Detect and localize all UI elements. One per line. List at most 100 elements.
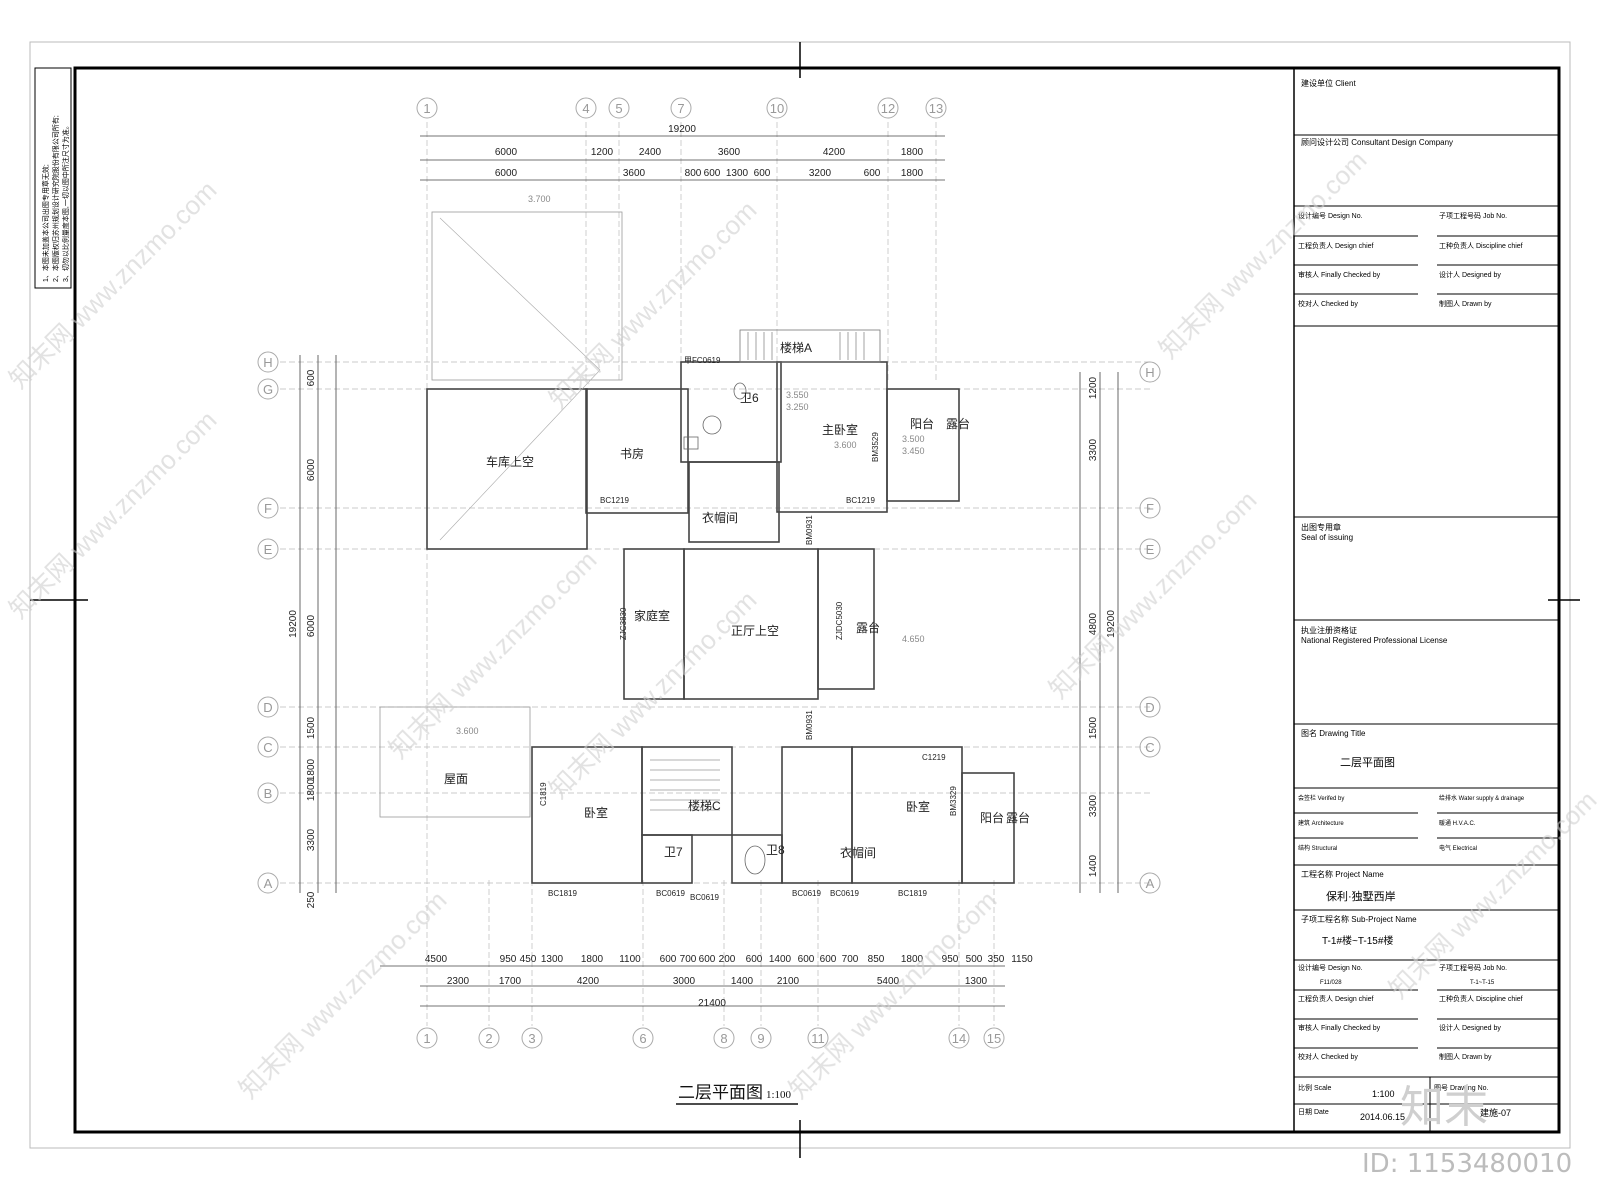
drawn-by-label: 制图人 Drawn by bbox=[1439, 299, 1492, 308]
elevation: 3.250 bbox=[786, 402, 809, 412]
dim-right-1: 4800 bbox=[1088, 612, 1099, 635]
window-tag: C1219 bbox=[922, 753, 946, 762]
room-hall-void: 正厅上空 bbox=[731, 624, 779, 638]
dim-bottom-2: 600 bbox=[820, 954, 837, 965]
window-tag: BC1819 bbox=[548, 889, 577, 898]
axis-label: 9 bbox=[757, 1031, 764, 1046]
door-tag: BM3329 bbox=[949, 786, 958, 816]
window-tag: BC0619 bbox=[792, 889, 821, 898]
date-label: 日期 Date bbox=[1298, 1108, 1329, 1116]
dim-right-1: 3300 bbox=[1088, 794, 1099, 817]
design-no-label: 设计编号 Design No. bbox=[1298, 211, 1363, 220]
dim-top-1: 1800 bbox=[901, 147, 924, 158]
drawing-no: 建施-07 bbox=[1480, 1107, 1511, 1118]
right-dimension-texts: 19200 1200 3300 4800 1500 3300 1400 bbox=[1088, 376, 1117, 877]
project-name: 保利·独墅西岸 bbox=[1326, 889, 1396, 903]
axis-label: 11 bbox=[811, 1031, 825, 1046]
dim-right-overall: 19200 bbox=[1106, 610, 1117, 638]
window-tag: BC0619 bbox=[690, 893, 719, 902]
dim-bottom-1: 1700 bbox=[499, 976, 522, 987]
axis-label: 10 bbox=[770, 101, 784, 116]
elevation: 3.500 bbox=[902, 434, 925, 444]
project-name-label: 工程名称 Project Name bbox=[1301, 869, 1384, 879]
dim-bottom-1: 1300 bbox=[965, 976, 988, 987]
dim-right-1: 1400 bbox=[1088, 854, 1099, 877]
door-tag: BM3529 bbox=[871, 432, 880, 462]
window-tag: BC1219 bbox=[600, 496, 629, 505]
dim-bottom-2: 1150 bbox=[1011, 954, 1033, 965]
room-balcony: 阳台 bbox=[910, 416, 934, 431]
room-bath-8: 卫8 bbox=[766, 843, 785, 857]
axis-label: F bbox=[264, 501, 272, 516]
note-1: 1、本图未加盖本公司出图专用章无效; bbox=[41, 164, 50, 282]
dim-top-1: 4200 bbox=[823, 147, 846, 158]
seal-label: 出图专用章 bbox=[1301, 522, 1341, 532]
struct-label: 结构 Structural bbox=[1298, 844, 1337, 852]
axis-label: 13 bbox=[929, 101, 943, 116]
design-chief-label-2: 工程负责人 Design chief bbox=[1298, 994, 1374, 1003]
room-terrace-3: 露台 bbox=[1006, 810, 1030, 825]
room-stair-c: 楼梯C bbox=[688, 798, 721, 813]
final-check-label-2: 审核人 Finally Checked by bbox=[1298, 1023, 1381, 1032]
room-balcony-2: 阳台 bbox=[980, 810, 1004, 825]
dim-left-1: 1800 bbox=[306, 758, 317, 781]
checked-by-label-2: 校对人 Checked by bbox=[1298, 1052, 1358, 1061]
dim-bottom-1: 3000 bbox=[673, 976, 696, 987]
client-label: 建设单位 Client bbox=[1301, 78, 1356, 88]
dim-bottom-2: 500 bbox=[966, 954, 983, 965]
dim-top-2: 600 bbox=[754, 168, 771, 179]
drawn-by-label-2: 制图人 Drawn by bbox=[1439, 1052, 1492, 1061]
axis-label: F bbox=[1146, 501, 1154, 516]
designed-by-label: 设计人 Designed by bbox=[1439, 270, 1501, 279]
hvac-label: 暖通 H.V.A.C. bbox=[1439, 819, 1476, 827]
dim-bottom-2: 4500 bbox=[425, 954, 448, 965]
dim-bottom-overall: 21400 bbox=[698, 998, 726, 1009]
axis-label: 5 bbox=[615, 101, 622, 116]
dim-top-2: 1800 bbox=[901, 168, 924, 179]
fixtures bbox=[683, 382, 766, 875]
elevation: 3.600 bbox=[834, 440, 857, 450]
window-tag: BC0619 bbox=[830, 889, 859, 898]
room-roof: 屋面 bbox=[444, 772, 468, 786]
license-label-en: National Registered Professional License bbox=[1301, 636, 1448, 645]
drawing-title: 二层平面图 bbox=[1340, 756, 1395, 769]
dim-bottom-2: 1800 bbox=[581, 954, 604, 965]
axis-label: 7 bbox=[677, 101, 684, 116]
dim-top-1: 3600 bbox=[718, 147, 741, 158]
walls bbox=[379, 211, 1015, 884]
axis-label: A bbox=[264, 876, 273, 891]
image-id: ID: 1153480010 bbox=[1362, 1149, 1572, 1179]
dim-bottom-1: 5400 bbox=[877, 976, 900, 987]
right-axis-bubbles bbox=[1139, 361, 1161, 894]
design-chief-label: 工程负责人 Design chief bbox=[1298, 241, 1374, 250]
verified-label: 会签栏 Verifed by bbox=[1298, 794, 1344, 802]
dim-bottom-1: 1400 bbox=[731, 976, 754, 987]
elevation: 4.650 bbox=[902, 634, 925, 644]
date-value: 2014.06.15 bbox=[1360, 1112, 1405, 1122]
dim-top-1: 1200 bbox=[591, 147, 614, 158]
design-no: F11/028 bbox=[1320, 980, 1342, 986]
license-label: 执业注册资格证 bbox=[1301, 625, 1357, 635]
garage-void-marks bbox=[439, 217, 601, 541]
room-bedroom-2: 卧室 bbox=[906, 799, 930, 814]
dim-bottom-2: 600 bbox=[660, 954, 677, 965]
axis-label: 4 bbox=[582, 101, 589, 116]
water-label: 给排水 Water supply & drainage bbox=[1439, 794, 1525, 802]
room-bath-6: 卫6 bbox=[740, 391, 759, 405]
room-family-room: 家庭室 bbox=[634, 608, 670, 623]
dim-bottom-2: 350 bbox=[988, 954, 1005, 965]
dim-bottom-2: 1100 bbox=[619, 954, 641, 965]
dim-top-2: 600 bbox=[864, 168, 881, 179]
sub-project-label: 子项工程名称 Sub-Project Name bbox=[1301, 914, 1417, 924]
dim-top-2: 3200 bbox=[809, 168, 832, 179]
axis-label: E bbox=[264, 542, 273, 557]
job-no: T-1~T-15 bbox=[1470, 980, 1495, 986]
dim-bottom-2: 1300 bbox=[541, 954, 564, 965]
arch-label: 建筑 Architecture bbox=[1298, 819, 1344, 827]
scale-label: 比例 Scale bbox=[1298, 1083, 1332, 1092]
dim-top-1: 2400 bbox=[639, 147, 662, 158]
dim-left-1: 6000 bbox=[306, 614, 317, 637]
dimension-texts: 19200 6000 1200 2400 3600 4200 1800 6000… bbox=[425, 124, 1033, 1009]
dim-bottom-2: 600 bbox=[699, 954, 716, 965]
